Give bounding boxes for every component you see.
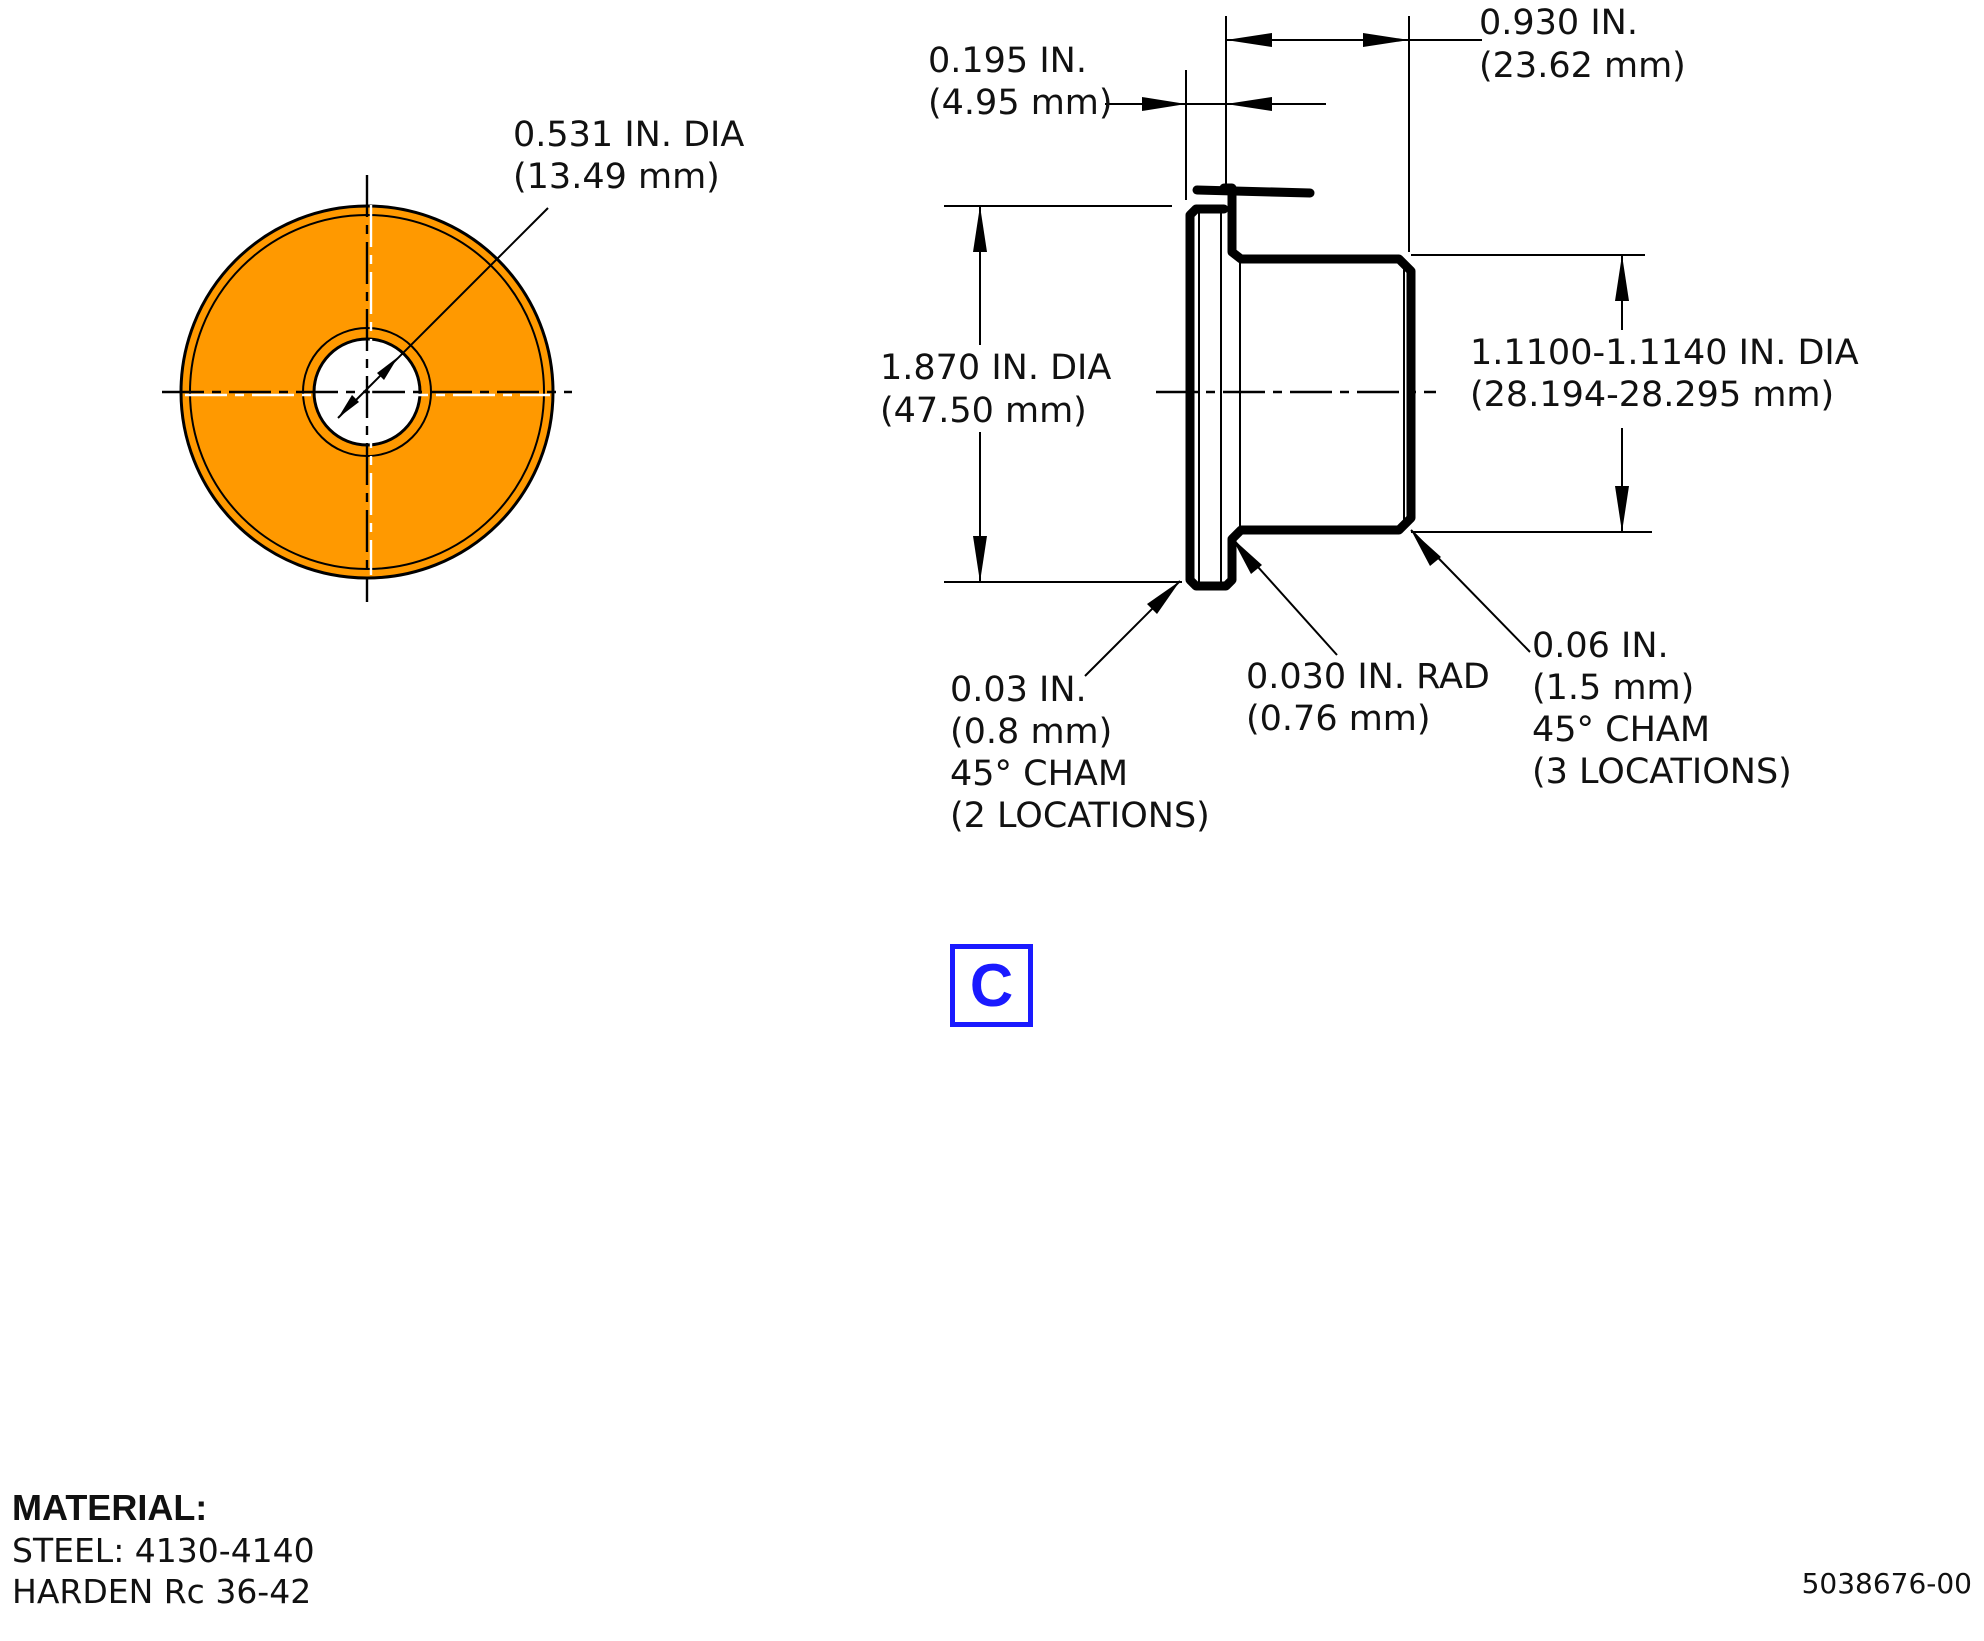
shank-dia-arrow-top [1615, 255, 1629, 301]
part-number: 5038676-00 [1801, 1567, 1972, 1600]
flange-chamfer-line4: (2 LOCATIONS) [950, 796, 1210, 836]
bore-dia-arrow-lower [338, 395, 359, 418]
thickness-label-mm: (4.95 mm) [928, 83, 1113, 123]
shank-chamfer-line3: 45° CHAM [1532, 710, 1710, 750]
revision-badge: C [950, 944, 1033, 1027]
bore-dia-label-mm: (13.49 mm) [513, 157, 720, 197]
shank-chamfer-line1: 0.06 IN. [1532, 626, 1669, 666]
material-spec: STEEL: 4130-4140 [12, 1531, 315, 1570]
bore-dia-label-in: 0.531 IN. DIA [513, 115, 744, 155]
shank-dia-label-mm: (28.194-28.295 mm) [1470, 375, 1834, 415]
length-arrow-right [1363, 33, 1409, 47]
thickness-arrow-left [1142, 97, 1186, 111]
material-title: MATERIAL: [12, 1487, 208, 1528]
flange-chamfer-arrow [1147, 581, 1180, 614]
flange-dia-label-in: 1.870 IN. DIA [880, 348, 1111, 388]
shank-dia-arrow-bottom [1615, 486, 1629, 532]
flange-chamfer-line3: 45° CHAM [950, 754, 1128, 794]
flange-dia-label-mm: (47.50 mm) [880, 391, 1087, 431]
flange-dia-arrow-bottom [973, 536, 987, 582]
bushing-outline [1185, 183, 1416, 591]
hardness-spec: HARDEN Rc 36-42 [12, 1572, 312, 1611]
flange-chamfer-line1: 0.03 IN. [950, 670, 1087, 710]
flange-chamfer-line2: (0.8 mm) [950, 712, 1112, 752]
fillet-radius-line2: (0.76 mm) [1246, 699, 1431, 739]
side-view: 0.930 IN. (23.62 mm) 0.195 IN. (4.95 mm)… [880, 3, 1859, 836]
fillet-radius-arrow [1232, 538, 1262, 574]
length-label-mm: (23.62 mm) [1479, 46, 1686, 86]
flange-dia-arrow-top [973, 206, 987, 252]
length-label-in: 0.930 IN. [1479, 3, 1638, 43]
thickness-arrow-right [1226, 97, 1272, 111]
length-arrow-left [1226, 33, 1272, 47]
fillet-radius-line1: 0.030 IN. RAD [1246, 657, 1490, 697]
shank-chamfer-line2: (1.5 mm) [1532, 668, 1694, 708]
bore-dia-arrow-upper [377, 357, 398, 380]
front-view: 0.531 IN. DIA (13.49 mm) [162, 115, 744, 602]
bore-dia-leader [337, 207, 549, 419]
shank-dia-label-in: 1.1100-1.1140 IN. DIA [1470, 333, 1859, 373]
shank-chamfer-line4: (3 LOCATIONS) [1532, 752, 1792, 792]
thickness-label-in: 0.195 IN. [928, 41, 1087, 81]
flange-top-face [1192, 185, 1315, 198]
shank-chamfer-arrow [1411, 530, 1441, 566]
